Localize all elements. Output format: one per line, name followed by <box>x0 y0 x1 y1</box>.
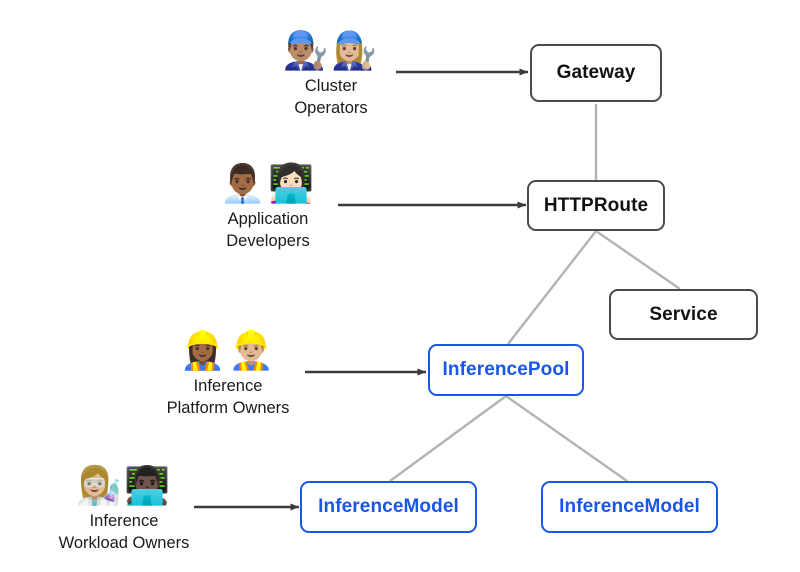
edge-httproute-service <box>595 230 681 290</box>
node-inferencemodel-right[interactable]: InferenceModel <box>541 481 718 533</box>
inference-workload-owners-emoji-pair: 👩🏼‍🔬👨🏿‍💻 <box>75 464 173 507</box>
application-developers-emoji-pair: 👨🏾‍💼👩🏻‍💻 <box>219 162 317 205</box>
node-httproute[interactable]: HTTPRoute <box>527 180 665 231</box>
edge-inferencepool-inferencemodel-right <box>505 395 628 482</box>
inference-platform-owners-emoji-pair: 👷🏾‍♀️👷🏼‍♂️ <box>179 329 277 372</box>
node-service[interactable]: Service <box>609 289 758 340</box>
node-inferencemodel-left[interactable]: InferenceModel <box>300 481 477 533</box>
persona-cluster-operators: 👨🏽‍🔧👩🏼‍🔧 Cluster Operators <box>216 32 446 120</box>
cluster-operators-label: Cluster Operators <box>294 77 368 117</box>
inference-platform-owners-label: Inference Platform Owners <box>166 377 290 417</box>
edge-inferencepool-inferencemodel-left <box>389 395 507 482</box>
node-gateway[interactable]: Gateway <box>530 44 662 102</box>
edge-httproute-inferencepool <box>507 230 597 345</box>
application-developers-label: Application Developers <box>226 210 310 250</box>
persona-inference-workload-owners: 👩🏼‍🔬👨🏿‍💻 Inference Workload Owners <box>9 467 239 555</box>
inference-workload-owners-label: Inference Workload Owners <box>58 512 190 552</box>
persona-application-developers: 👨🏾‍💼👩🏻‍💻 Application Developers <box>153 165 383 253</box>
cluster-operators-emoji-pair: 👨🏽‍🔧👩🏼‍🔧 <box>282 29 380 72</box>
persona-inference-platform-owners: 👷🏾‍♀️👷🏼‍♂️ Inference Platform Owners <box>113 332 343 420</box>
node-inferencepool[interactable]: InferencePool <box>428 344 584 396</box>
